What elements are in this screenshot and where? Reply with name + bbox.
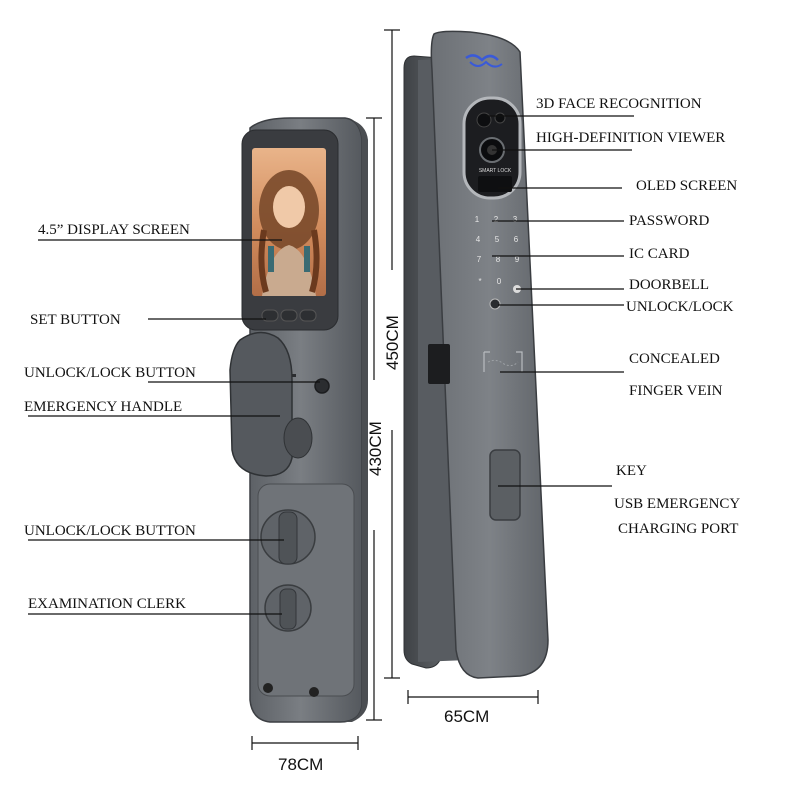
camera-module: SMART LOCK <box>462 96 522 200</box>
label-unlock-lock: UNLOCK/LOCK <box>626 299 734 315</box>
back-panel <box>229 117 368 723</box>
keypad-key[interactable]: 3 <box>513 215 518 224</box>
keypad-key[interactable]: 5 <box>495 235 500 244</box>
dim-width-back: 78CM <box>278 755 323 774</box>
keypad[interactable]: 1 2 3 4 5 6 7 8 9 * 0 <box>475 215 520 286</box>
keypad-key[interactable]: 7 <box>477 255 482 264</box>
dim-height-back: 430CM <box>366 421 385 476</box>
label-usb-emergency: USB EMERGENCY <box>614 496 740 512</box>
unlock-lock-button-small[interactable] <box>314 378 330 394</box>
label-password: PASSWORD <box>629 213 709 229</box>
latch-window <box>428 344 450 384</box>
label-charging-port: CHARGING PORT <box>618 521 738 537</box>
label-key: KEY <box>616 463 647 479</box>
label-set-button: SET BUTTON <box>30 312 121 328</box>
keypad-key[interactable]: 1 <box>475 215 480 224</box>
front-panel: SMART LOCK 1 2 3 4 5 6 7 8 9 * 0 <box>403 30 549 679</box>
label-ic-card: IC CARD <box>629 246 690 262</box>
label-display-screen: 4.5” DISPLAY SCREEN <box>38 222 190 238</box>
keypad-key[interactable]: 6 <box>514 235 519 244</box>
label-unlock-lock-button-top: UNLOCK/LOCK BUTTON <box>24 365 196 381</box>
keypad-key[interactable]: 8 <box>496 255 501 264</box>
unlock-lock-icon[interactable] <box>489 298 501 310</box>
examination-knob[interactable] <box>264 584 312 632</box>
label-concealed: CONCEALED <box>629 351 720 367</box>
dim-width-front: 65CM <box>444 707 489 726</box>
keypad-key[interactable]: 0 <box>497 277 502 286</box>
keypad-key[interactable]: 2 <box>494 215 499 224</box>
portrait-image <box>258 170 320 296</box>
dimension-lines <box>251 29 539 750</box>
label-unlock-lock-button-bottom: UNLOCK/LOCK BUTTON <box>24 523 196 539</box>
oled-text: SMART LOCK <box>479 168 512 174</box>
finger-vein-sensor[interactable] <box>483 351 523 372</box>
keypad-key[interactable]: * <box>478 277 481 286</box>
set-buttons[interactable] <box>261 309 317 322</box>
label-examination-clerk: EXAMINATION CLERK <box>28 596 186 612</box>
keypad-key[interactable]: 4 <box>476 235 481 244</box>
label-oled-screen: OLED SCREEN <box>636 178 737 194</box>
dimension-labels: 450CM 430CM 65CM 78CM <box>278 315 489 774</box>
label-emergency-handle: EMERGENCY HANDLE <box>24 399 182 415</box>
label-face-recognition: 3D FACE RECOGNITION <box>536 96 702 112</box>
keypad-key[interactable]: 9 <box>515 255 520 264</box>
leader-lines <box>28 115 634 615</box>
thumb-turn-knob[interactable] <box>260 509 316 565</box>
label-doorbell: DOORBELL <box>629 277 709 293</box>
brand-logo <box>465 54 503 68</box>
key-usb-cover[interactable] <box>489 449 521 521</box>
emergency-handle[interactable] <box>229 331 293 477</box>
dim-height-front: 450CM <box>383 315 402 370</box>
label-hd-viewer: HIGH-DEFINITION VIEWER <box>536 130 725 146</box>
callout-labels: 4.5” DISPLAY SCREEN SET BUTTON UNLOCK/LO… <box>24 96 740 612</box>
label-finger-vein: FINGER VEIN <box>629 383 723 399</box>
